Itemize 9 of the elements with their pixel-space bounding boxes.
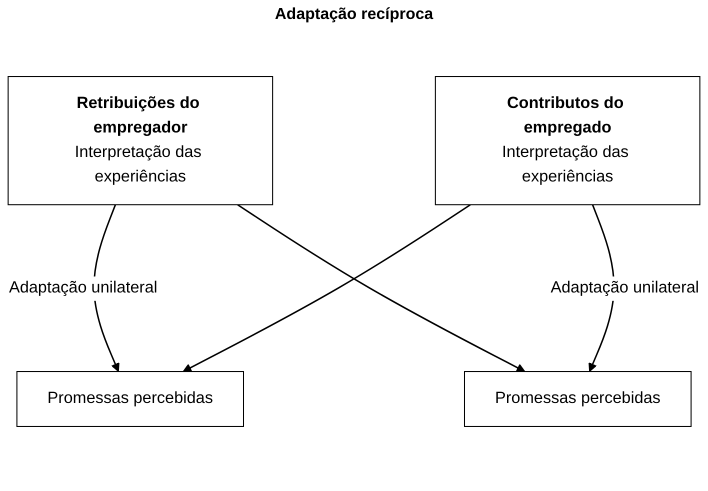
node-box: Contributos do empregado Interpretação das experiências — [434, 76, 700, 206]
diagram-label: Adaptação recíproca — [274, 6, 434, 24]
edge-label: Adaptação unilateral — [8, 280, 158, 297]
arrow — [237, 204, 526, 372]
node-box: Retribuições do empregador Interpretação das experiências — [8, 76, 274, 206]
edge-label: Adaptação unilateral — [550, 280, 700, 297]
arrow — [182, 204, 471, 372]
node-box: Promessas percebidas — [464, 371, 692, 427]
node-box: Promessas percebidas — [16, 371, 244, 427]
